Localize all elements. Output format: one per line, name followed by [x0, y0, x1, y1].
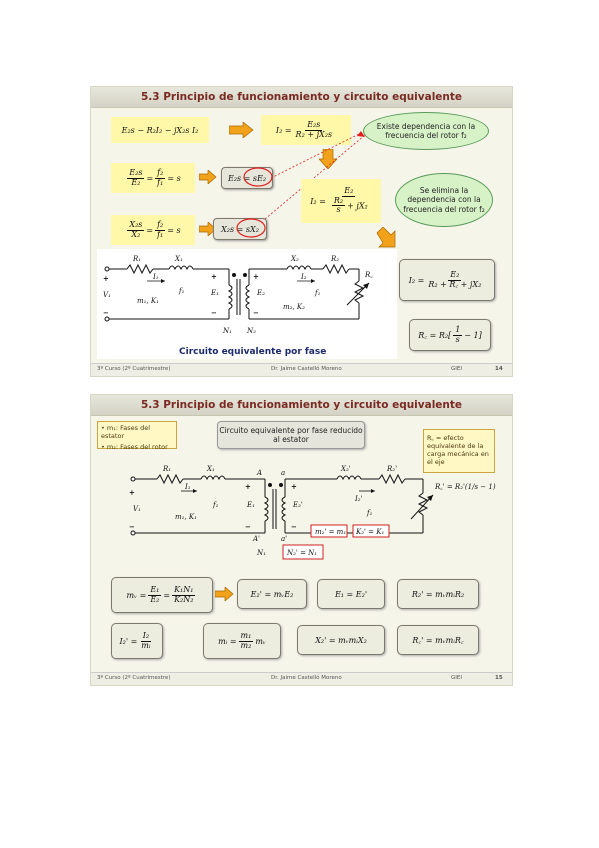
arrow-down-icon [319, 149, 337, 169]
label-m1k1: m₁, K₁ [175, 513, 197, 521]
label-v1: V₁ [103, 291, 111, 299]
label-r2: R₂ [330, 255, 339, 263]
footer-degree: GIEI [451, 675, 462, 681]
reduced-equivalent-circuit-diagram: R₁ X₁ + V₁ − I₁ m₁, K₁ f₁ + E₁ − A a A' … [129, 465, 496, 560]
highlight-circle [243, 167, 273, 187]
arrow-right-icon [199, 170, 217, 184]
slide-footer: 3º Curso (2º Cuatrimestre) Dr. Jaime Cas… [91, 363, 512, 376]
equation-x2-prime: X₂' = mᵥmᵢX₂ [297, 625, 385, 655]
dashed-link-arrows [264, 131, 366, 220]
footer-author: Dr. Jaime Castelló Moreno [271, 675, 342, 681]
label-i1: I₁ [184, 483, 191, 491]
label-rc: R꜀ [364, 271, 373, 279]
label-x2-prime: X₂' [340, 465, 351, 473]
footer-course: 3º Curso (2º Cuatrimestre) [97, 675, 171, 681]
svg-text:−: − [245, 522, 251, 531]
label-e1: E₁ [210, 289, 219, 297]
page-number: 15 [495, 675, 503, 681]
svg-text:+: + [253, 272, 259, 281]
equation-rc-prime: R꜀' = mᵥmᵢR꜀ [397, 625, 479, 655]
label-a-prime-lower: a' [281, 535, 287, 543]
label-r1: R₁ [132, 255, 141, 263]
label-n2-equals-n1: N₂' = N₁ [286, 549, 317, 557]
label-n1: N₁ [256, 549, 266, 557]
equation-e2-prime: E₂' = mᵥE₂ [237, 579, 307, 609]
label-a-lower: a [281, 469, 285, 477]
circuit-title-box: Circuito equivalente por fase reducido a… [217, 421, 365, 449]
label-f1-rotor: f₁ [366, 509, 373, 517]
note-frequency-eliminated: Se elimina la dependencia con la frecuen… [395, 173, 493, 227]
equation-x2s-result: X₂s = sX₂ [213, 218, 267, 240]
arrow-right-icon [229, 122, 254, 138]
label-k2-equals-k1: K₂' = K₁ [355, 528, 385, 536]
arrow-diagonal-icon [376, 227, 396, 248]
label-r1: R₁ [162, 465, 171, 473]
label-a-prime-upper: A' [252, 535, 260, 543]
circuit-caption: Circuito equivalente por fase [179, 347, 327, 357]
label-rc-prime: R꜀' = R₂'(1/s − 1) [434, 483, 496, 491]
note-frequency-dependence: Existe dependencia con la frecuencia del… [363, 112, 489, 150]
slide-14: 5.3 Principio de funcionamiento y circui… [90, 86, 513, 377]
slide-title: 5.3 Principio de funcionamiento y circui… [91, 87, 512, 108]
svg-text:+: + [103, 274, 109, 283]
footer-author: Dr. Jaime Castelló Moreno [271, 366, 342, 372]
rc-note: R꜀ = efecto equivalente de la carga mecá… [423, 429, 495, 473]
svg-text:+: + [211, 272, 217, 281]
label-a-upper: A [256, 469, 262, 477]
label-x1: X₁ [174, 255, 183, 263]
equation-e1-e2-prime: E₁ = E₂' [317, 579, 385, 609]
label-e2: E₂ [256, 289, 265, 297]
phases-legend: • m₁: Fases del estator • m₂: Fases del … [97, 421, 177, 451]
label-r2-prime: R₂' [386, 465, 397, 473]
label-i2: I₂ [300, 273, 307, 281]
arrow-right-icon [215, 587, 234, 601]
label-v1: V₁ [133, 505, 141, 513]
label-m2-equals-m1: m₂' = m₁ [315, 528, 346, 536]
page-number: 14 [495, 366, 503, 372]
label-f1: f₁ [212, 501, 219, 509]
svg-text:−: − [291, 522, 297, 531]
label-x1: X₁ [206, 465, 215, 473]
label-e2-prime: E₂' [292, 501, 303, 509]
slide-footer: 3º Curso (2º Cuatrimestre) Dr. Jaime Cas… [91, 672, 512, 685]
label-m1k1: m₁, K₁ [137, 297, 159, 305]
svg-text:−: − [253, 308, 259, 317]
label-n2: N₂ [246, 327, 256, 335]
equivalent-circuit-diagram: R₁ X₁ + V₁ − I₁ m₁, K₁ f₁ + E₁ − + E₂ − … [97, 249, 397, 359]
slide-title: 5.3 Principio de funcionamiento y circui… [91, 395, 512, 416]
label-i1: I₁ [152, 273, 159, 281]
label-e1: E₁ [246, 501, 255, 509]
slide-15: 5.3 Principio de funcionamiento y circui… [90, 394, 513, 686]
arrow-right-icon [199, 222, 217, 236]
equation-voltage-rotor: E₂s − R₂I₂ − jX₂s I₂ [111, 117, 209, 143]
label-x2: X₂ [290, 255, 299, 263]
label-f1-rotor: f₁ [314, 289, 321, 297]
svg-text:−: − [211, 308, 217, 317]
svg-text:+: + [129, 488, 135, 497]
highlight-circle [236, 218, 266, 238]
label-n1: N₁ [222, 327, 232, 335]
equation-e2s-result: E₂s = sE₂ [221, 167, 273, 189]
equation-r2-prime: R₂' = mᵥmᵢR₂ [397, 579, 479, 609]
svg-text:−: − [103, 308, 109, 317]
footer-degree: GIEI [451, 366, 462, 372]
label-f1: f₁ [178, 287, 185, 295]
svg-text:−: − [129, 522, 135, 531]
svg-text:+: + [245, 482, 251, 491]
footer-course: 3º Curso (2º Cuatrimestre) [97, 366, 171, 372]
svg-text:+: + [291, 482, 297, 491]
label-i2-prime: I₂' [354, 495, 363, 503]
label-m2k2: m₂, K₂ [283, 303, 305, 311]
